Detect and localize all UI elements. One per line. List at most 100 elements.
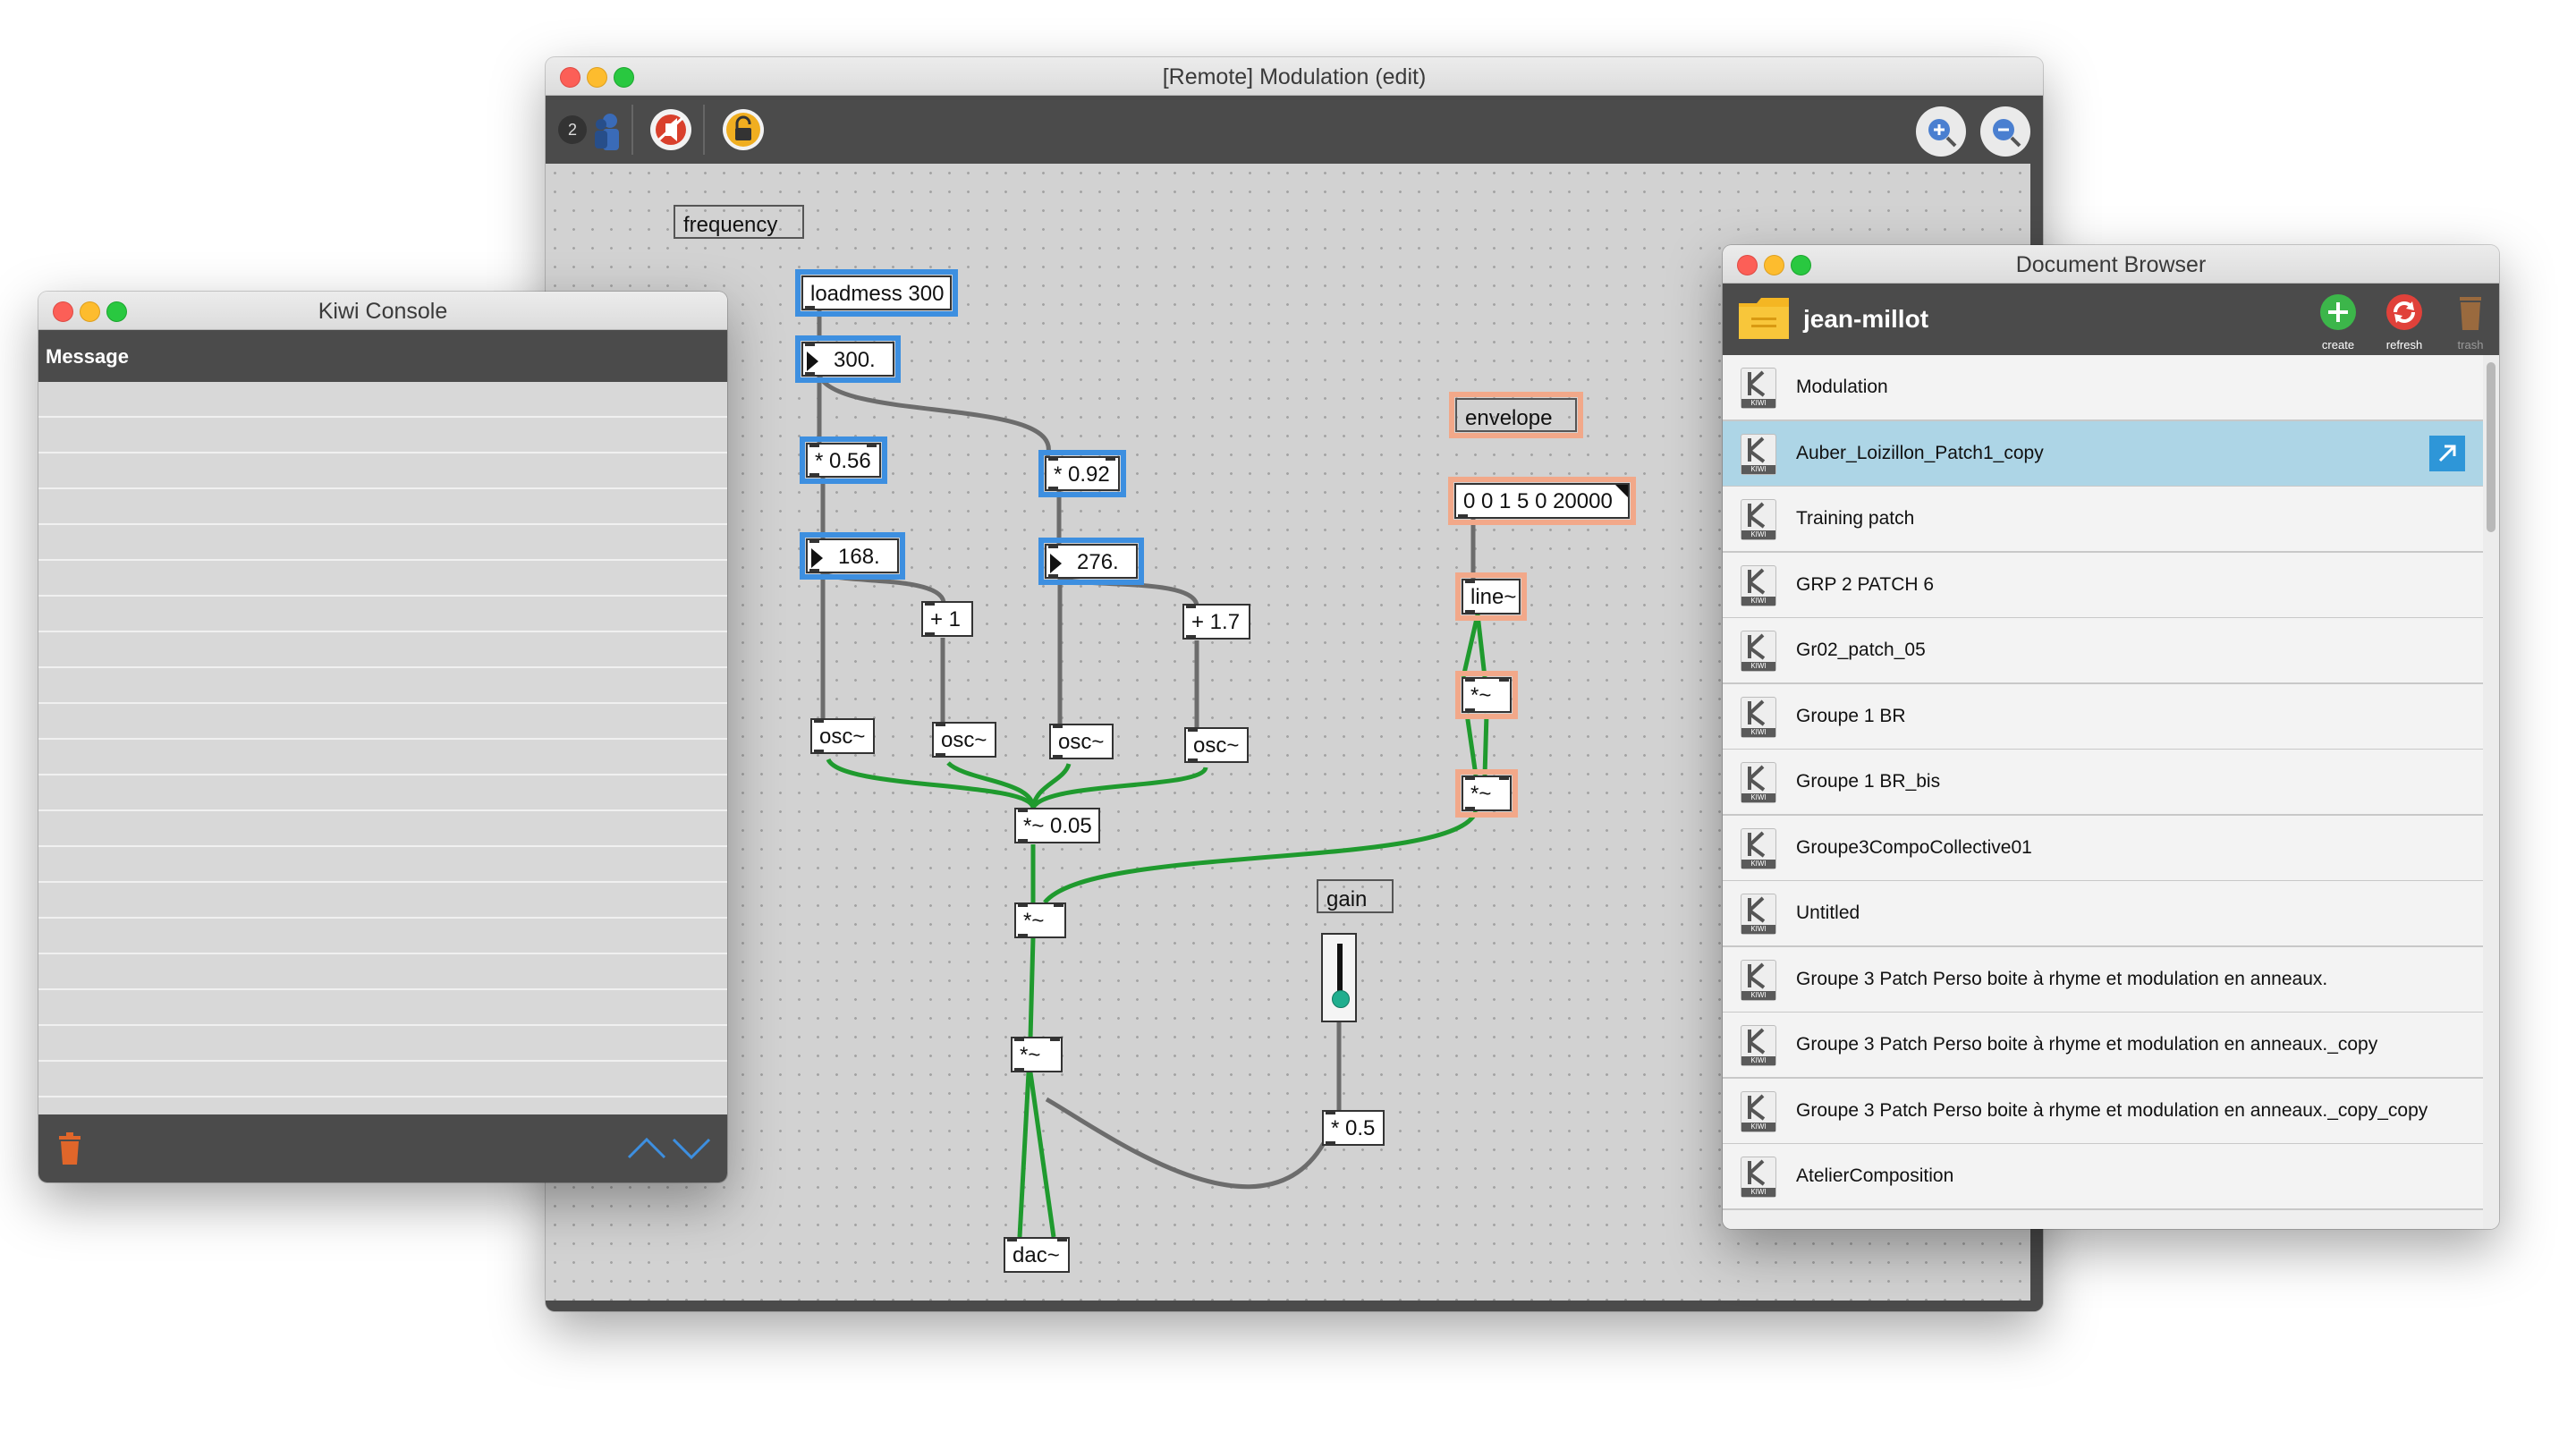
document-name: Groupe 3 Patch Perso boite à rhyme et mo… [1796, 1099, 2428, 1121]
kiwi-document-icon: KIWI [1741, 564, 1776, 606]
document-name: Groupe 3 Patch Perso boite à rhyme et mo… [1796, 968, 2328, 989]
gain-slider[interactable] [1321, 933, 1357, 1022]
document-name: Auber_Loizillon_Patch1_copy [1796, 442, 2044, 463]
object-dac[interactable]: dac~ [1004, 1237, 1070, 1273]
patcher-horizontal-scrollbar[interactable] [546, 1301, 2043, 1311]
create-icon [2320, 294, 2356, 330]
patcher-title: [Remote] Modulation (edit) [1162, 64, 1427, 89]
kiwi-document-icon: KIWI [1741, 1090, 1776, 1132]
console-column-header[interactable]: Message [38, 330, 727, 382]
object-plus-17[interactable]: + 1.7 [1182, 604, 1250, 640]
cord-osc4-mulsig005 [1030, 766, 1208, 809]
cord-num168-plus1 [821, 571, 946, 603]
gain-slider-knob[interactable] [1332, 990, 1350, 1008]
cord-osc2-mulsig005 [946, 761, 1036, 809]
document-name: Groupe3CompoCollective01 [1796, 836, 2032, 858]
object-osc-4[interactable]: osc~ [1184, 727, 1249, 763]
folder-icon [1737, 294, 1791, 347]
number-box-300[interactable]: 300. [795, 335, 901, 383]
cord-mulsig1-mulsig2 [1028, 936, 1036, 1039]
trash-icon[interactable] [56, 1131, 83, 1171]
browser-user-name: jean-millot [1803, 305, 1929, 333]
kiwi-document-icon: KIWI [1741, 827, 1776, 869]
message-envelope[interactable]: 0 0 1 5 0 20000 [1448, 477, 1636, 525]
users-count-badge: 2 [558, 115, 587, 144]
number-box-168[interactable]: 168. [800, 532, 905, 580]
comment-gain[interactable]: gain [1317, 879, 1394, 913]
document-name: Training patch [1796, 508, 1915, 529]
object-osc-3[interactable]: osc~ [1049, 724, 1114, 759]
refresh-button[interactable]: refresh [2379, 292, 2429, 352]
patcher-titlebar[interactable]: [Remote] Modulation (edit) [546, 57, 2043, 96]
minimize-window-button[interactable] [80, 301, 100, 322]
object-mulsig-005[interactable]: *~ 0.05 [1014, 808, 1100, 843]
scrollbar-thumb[interactable] [2487, 362, 2496, 532]
close-window-button[interactable] [53, 301, 73, 322]
zoom-in-icon[interactable] [1916, 106, 1966, 157]
minimize-window-button[interactable] [587, 67, 607, 88]
browser-titlebar[interactable]: Document Browser [1723, 245, 2499, 284]
maximize-window-button[interactable] [1791, 255, 1811, 275]
patch-cords [817, 286, 1489, 1238]
comment-envelope[interactable]: envelope [1449, 392, 1583, 438]
browser-vertical-scrollbar[interactable] [2483, 355, 2499, 1229]
zoom-out-icon[interactable] [1980, 106, 2030, 157]
cord-num300-mul092 [817, 374, 1051, 460]
kiwi-document-icon: KIWI [1741, 762, 1776, 803]
chevron-up-icon[interactable] [627, 1134, 666, 1165]
kiwi-document-icon: KIWI [1741, 368, 1776, 409]
close-window-button[interactable] [560, 67, 580, 88]
maximize-window-button[interactable] [614, 67, 634, 88]
comment-frequency[interactable]: frequency [674, 205, 804, 239]
open-document-icon[interactable] [2429, 435, 2465, 471]
cord-line-envmul1b [1461, 614, 1480, 678]
kiwi-document-icon: KIWI [1741, 696, 1776, 738]
console-message-list[interactable] [38, 382, 727, 1114]
cord-osc3-mulsig005 [1030, 763, 1072, 809]
maximize-window-button[interactable] [106, 301, 127, 322]
cord-envmul1-envmul2 [1482, 713, 1489, 776]
console-titlebar[interactable]: Kiwi Console [38, 292, 727, 330]
document-name: AtelierComposition [1796, 1165, 1954, 1186]
console-footer [38, 1114, 727, 1182]
object-mul-056[interactable]: * 0.56 [800, 436, 887, 484]
close-window-button[interactable] [1737, 255, 1758, 275]
create-button[interactable]: create [2313, 292, 2363, 352]
object-mulsig-2[interactable]: *~ [1011, 1037, 1063, 1072]
object-envmul-1[interactable]: *~ [1455, 671, 1518, 719]
dsp-off-icon[interactable] [650, 109, 691, 150]
document-list-item[interactable]: KIWI Groupe3CompoCollective01 [1723, 815, 2483, 882]
object-mul-05[interactable]: * 0.5 [1322, 1110, 1385, 1146]
object-osc-1[interactable]: osc~ [810, 718, 875, 754]
number-box-276[interactable]: 276. [1038, 538, 1144, 585]
object-loadmess[interactable]: loadmess 300 [795, 269, 958, 317]
chevron-down-icon[interactable] [672, 1134, 711, 1165]
cord-envmul1-envmul2b [1464, 713, 1479, 776]
users-icon[interactable] [590, 112, 623, 156]
kiwi-document-icon: KIWI [1741, 894, 1776, 935]
object-envmul-2[interactable]: *~ [1455, 769, 1518, 818]
lock-icon[interactable] [723, 109, 764, 150]
object-mulsig-1[interactable]: *~ [1014, 902, 1066, 938]
trash-button[interactable]: trash [2445, 292, 2496, 352]
object-osc-2[interactable]: osc~ [932, 722, 996, 758]
document-list-item[interactable]: KIWI Groupe 3 Patch Perso boite à rhyme e… [1723, 1078, 2483, 1145]
cord-mulsig2-dac-right [1028, 1072, 1056, 1238]
object-plus-1[interactable]: + 1 [921, 601, 973, 637]
cord-mul05-mulsig2 [1045, 1097, 1326, 1190]
object-mul-092[interactable]: * 0.92 [1038, 450, 1126, 497]
minimize-window-button[interactable] [1764, 255, 1784, 275]
object-line[interactable]: line~ [1455, 572, 1527, 621]
